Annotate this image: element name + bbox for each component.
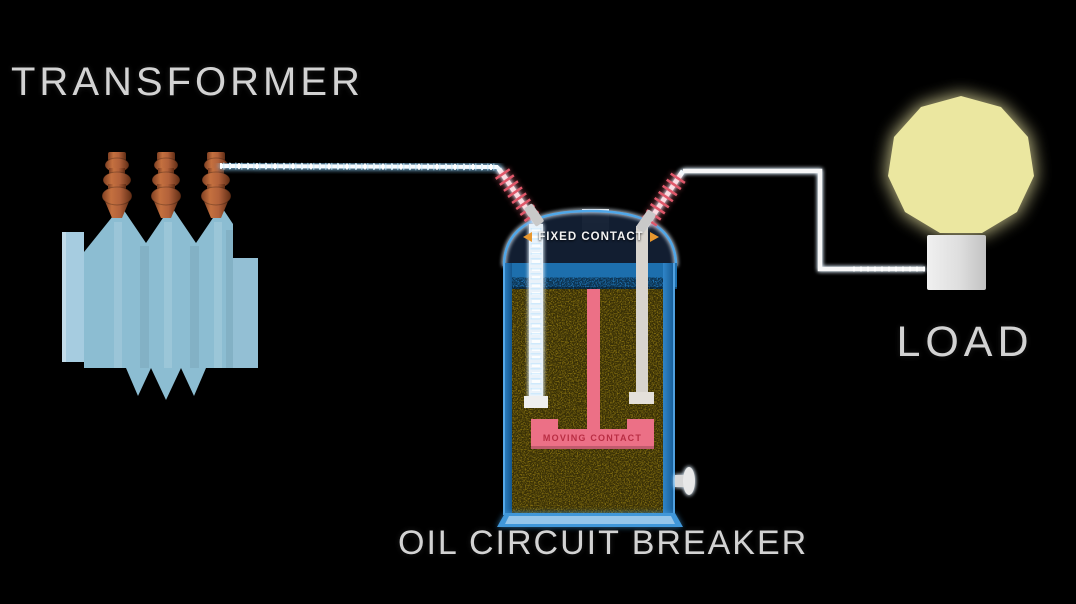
- tank-left-border: [503, 263, 512, 515]
- transformer-body: [84, 206, 233, 400]
- moving-contact-label: MOVING CONTACT: [542, 433, 643, 443]
- transformer-bushing-icon: [101, 151, 133, 219]
- transformer-left-panel: [62, 232, 84, 362]
- drain-valve: [675, 467, 695, 495]
- fixed-contact-rod-left: [524, 224, 548, 408]
- transformer-fold-shading: [114, 222, 233, 368]
- breaker-dome-rim: [502, 209, 678, 267]
- tank-base: [497, 513, 683, 527]
- moving-contact-assembly: [531, 289, 654, 449]
- tank-right-border: [663, 263, 675, 515]
- bulb-base: [927, 235, 986, 290]
- load-graphic: [888, 96, 1034, 290]
- insulator-fins: [494, 168, 542, 225]
- wire-transformer-to-breaker: [219, 162, 503, 173]
- rod-foot: [629, 392, 654, 404]
- arrow-left-icon: [523, 232, 533, 242]
- bushing-clamp: [524, 203, 544, 227]
- wire-breaker-to-load: [683, 168, 925, 272]
- fixed-contact-text: FIXED CONTACT: [538, 231, 644, 243]
- rod-foot: [524, 396, 548, 408]
- breaker-bushing-right: [636, 169, 688, 233]
- arrow-right-icon: [649, 232, 659, 242]
- moving-contact-rod: [587, 289, 600, 431]
- transformer-graphic: [62, 151, 258, 400]
- breaker-bushing-left: [494, 167, 544, 227]
- fixed-contact-rod-right: [629, 226, 654, 404]
- breaker-dome: [504, 211, 676, 266]
- load-label: LOAD: [896, 318, 1034, 366]
- transformer-right-panel: [233, 258, 258, 368]
- transformer-bushing-icon: [150, 151, 182, 219]
- breaker-label: OIL CIRCUIT BREAKER: [398, 524, 809, 562]
- fixed-contact-label: FIXED CONTACT: [505, 229, 677, 245]
- bulb: [888, 96, 1034, 233]
- moving-contact-bar: [531, 429, 654, 449]
- transformer-bushing-icon: [200, 151, 232, 219]
- oil-circuit-breaker-graphic: [494, 167, 695, 527]
- transformer-label: TRANSFORMER: [11, 60, 364, 104]
- bushing-clamp: [636, 209, 656, 233]
